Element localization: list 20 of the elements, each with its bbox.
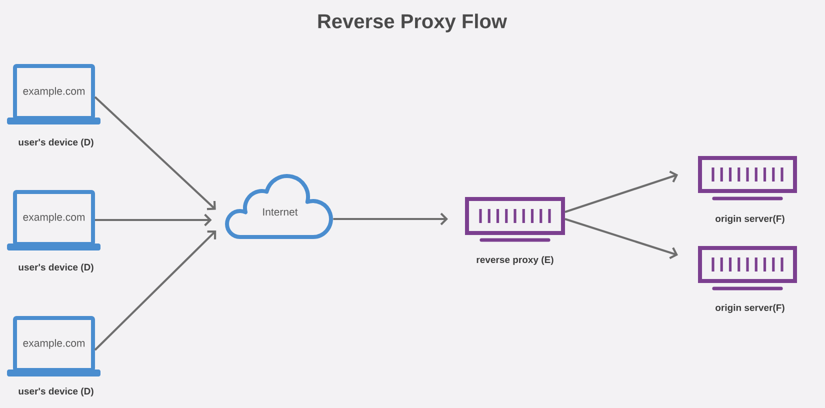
arrow (333, 212, 448, 226)
arrow (94, 96, 216, 210)
laptop: example.com (7, 64, 100, 124)
device-label: user's device (D) (18, 138, 94, 148)
laptop: example.com (7, 316, 100, 376)
server (698, 156, 797, 200)
arrow (564, 170, 678, 213)
device-label: user's device (D) (18, 264, 94, 272)
arrow (94, 230, 216, 351)
arrow (95, 214, 212, 226)
device-label: reverse proxy (E) (476, 256, 554, 265)
device-label: origin server(F) (716, 215, 784, 224)
device-label: user's device (D) (18, 388, 94, 396)
server (465, 197, 565, 242)
server (698, 246, 797, 290)
device-label: origin server(F) (716, 304, 784, 313)
arrow (564, 218, 678, 260)
title: Reverse Proxy Flow (318, 14, 508, 32)
cloud: Internet (225, 174, 333, 239)
laptop: example.com (7, 190, 100, 250)
